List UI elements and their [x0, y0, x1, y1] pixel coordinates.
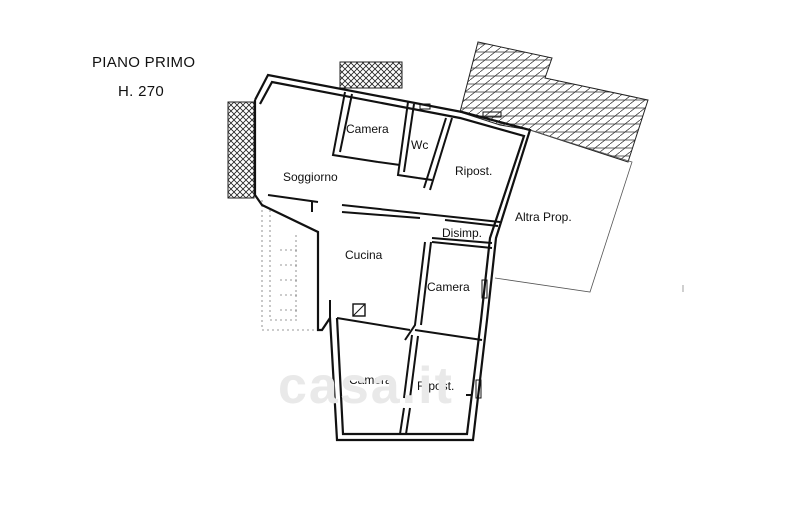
- plan-height: H. 270: [118, 83, 164, 100]
- chimney: [352, 303, 366, 317]
- room-label-ripost: Ripost.: [455, 164, 493, 178]
- external-stairs: [261, 200, 318, 331]
- window-marker-2: [419, 103, 431, 110]
- room-label-soggiorno: Soggiorno: [283, 170, 338, 184]
- room-label-camera-3: Camera: [349, 373, 392, 387]
- watermark-logo: casa.it: [278, 357, 454, 415]
- room-label-cucina: Cucina: [345, 248, 383, 262]
- room-label-altra-prop: Altra Prop.: [515, 210, 572, 224]
- door-marker-2: [475, 379, 482, 399]
- room-label-disimp: Disimp.: [442, 226, 483, 240]
- window-marker: [482, 111, 502, 118]
- door-marker: [481, 279, 488, 299]
- room-label-wc: Wc: [411, 138, 429, 152]
- room-label-camera: Camera: [346, 122, 389, 136]
- roof-tiles: [459, 41, 649, 163]
- room-label-ripost-2: Ripost.: [417, 379, 455, 393]
- plan-title: PIANO PRIMO: [92, 54, 196, 71]
- balcony-hatch-left: [227, 101, 255, 199]
- interior-walls: [267, 91, 501, 435]
- room-label-camera-2: Camera: [427, 280, 470, 294]
- balcony-hatch-top: [339, 61, 403, 89]
- outer-walls: [253, 73, 532, 442]
- altra-prop-outline: [494, 129, 633, 293]
